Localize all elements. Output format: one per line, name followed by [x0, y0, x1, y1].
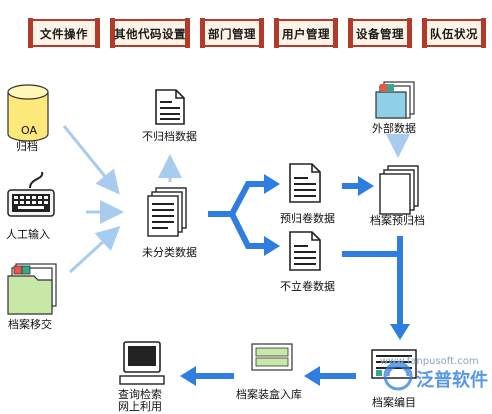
- arrow-oa-to-unclassified: [62, 125, 120, 195]
- not-archived-label: 不归档数据: [142, 130, 197, 143]
- arrowhead: [264, 236, 280, 256]
- arrow-to-no-volume: [229, 212, 266, 249]
- document-icon-no-volume: [289, 231, 321, 271]
- arrowhead: [264, 174, 280, 194]
- menu-item-other-codes[interactable]: 其他代码设置: [108, 16, 192, 52]
- folder-transfer-icon: [7, 263, 57, 315]
- online-label: 网上利用: [118, 400, 162, 413]
- external-data-icon: [375, 81, 415, 119]
- box-storage-icon: [251, 343, 293, 371]
- manual-input-label: 人工输入: [6, 228, 50, 241]
- scroll-frame: [422, 18, 486, 48]
- query-label: 查询检索: [118, 388, 162, 401]
- pre-archive-stack-icon: [379, 165, 419, 215]
- menu-item-team[interactable]: 队伍状况: [420, 16, 488, 52]
- arrowhead: [180, 366, 196, 386]
- pre-archive-label: 档案预归档: [370, 214, 425, 227]
- document-icon-pre-volume: [289, 163, 321, 203]
- top-menu: 文件操作 其他代码设置 部门管理 用户管理 设备管理 队伍状况: [0, 0, 492, 60]
- menu-item-label: 用户管理: [282, 27, 330, 41]
- computer-icon: [119, 341, 165, 385]
- scroll-frame: [274, 18, 338, 48]
- no-volume-label: 不立卷数据: [280, 280, 335, 293]
- oa-label-line1: OA: [21, 124, 37, 137]
- fanpu-logo-icon: [383, 361, 413, 391]
- arrow-transfer-to-unclassified: [68, 225, 121, 274]
- arrow-to-pre-volume: [208, 181, 266, 217]
- scroll-frame: [348, 18, 412, 48]
- archive-flow-diagram: [7, 81, 419, 391]
- menu-item-label: 队伍状况: [430, 27, 478, 41]
- menu-item-devices[interactable]: 设备管理: [346, 16, 414, 52]
- menu-item-dept[interactable]: 部门管理: [198, 16, 266, 52]
- arrowhead: [358, 176, 374, 196]
- keyboard-icon: [7, 171, 55, 217]
- menu-item-label: 文件操作: [40, 27, 88, 41]
- scroll-frame: [28, 18, 100, 48]
- external-label: 外部数据: [372, 122, 416, 135]
- arrow-no-volume-to-catalog: [342, 251, 403, 326]
- menu-item-file-ops[interactable]: 文件操作: [26, 16, 102, 52]
- watermark-url: www.fanpusoft.com: [380, 356, 479, 367]
- scroll-frame: [110, 18, 190, 48]
- arrowhead: [390, 324, 410, 340]
- pre-volume-label: 预归卷数据: [280, 212, 335, 225]
- document-icon-not-archived: [155, 89, 185, 125]
- document-stack-icon-unclassified: [147, 187, 187, 237]
- menu-item-label: 设备管理: [356, 27, 404, 41]
- scroll-frame: [200, 18, 264, 48]
- transfer-label: 档案移交: [8, 318, 52, 331]
- boxing-label: 档案装盒入库: [236, 388, 302, 401]
- menu-item-users[interactable]: 用户管理: [272, 16, 340, 52]
- watermark-brand: 泛普软件: [416, 370, 488, 391]
- database-icon: [7, 84, 49, 142]
- arrowhead: [304, 366, 320, 386]
- unclassified-label: 未分类数据: [142, 246, 197, 259]
- catalog-label: 档案编目: [372, 396, 416, 409]
- menu-item-label: 其他代码设置: [114, 27, 186, 41]
- oa-label-line2: 归档: [16, 140, 38, 153]
- menu-item-label: 部门管理: [208, 27, 256, 41]
